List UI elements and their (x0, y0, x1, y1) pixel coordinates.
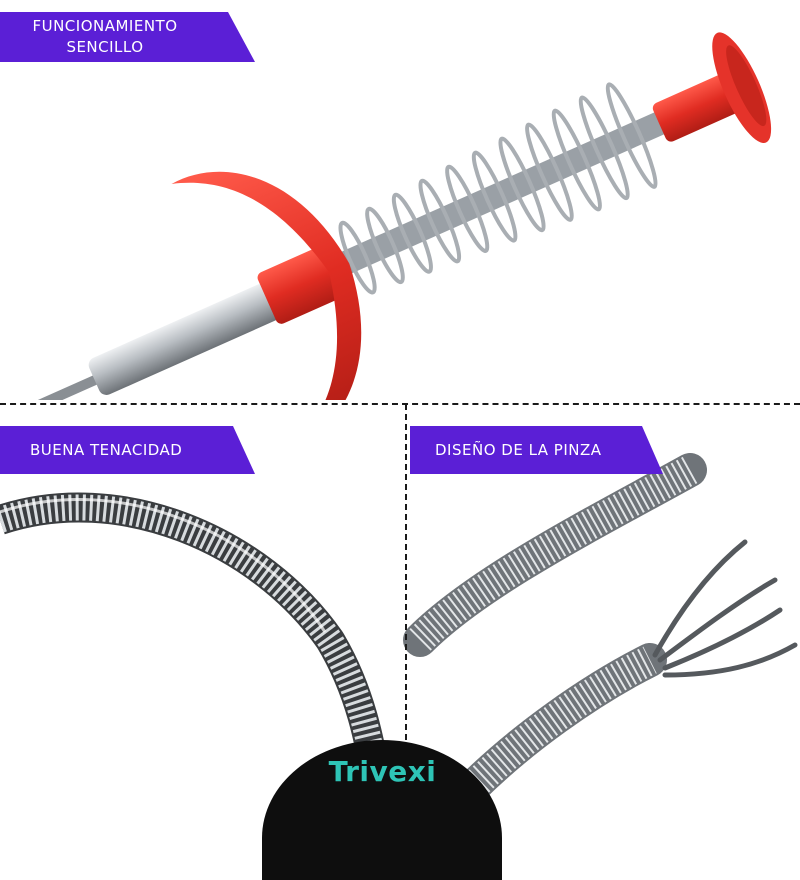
claw-gripper-photo (403, 453, 798, 800)
vertical-divider (405, 404, 407, 800)
banner-top-line2: SENCILLO (66, 38, 144, 56)
banner-right-label: DISEÑO DE LA PINZA (435, 441, 602, 459)
banner-top-line1: FUNCIONAMIENTO (32, 17, 178, 35)
brand-logo: Trivexi (328, 755, 437, 788)
banner-claw-design: DISEÑO DE LA PINZA (410, 426, 663, 474)
horizontal-divider (0, 403, 800, 405)
banner-simple-operation: FUNCIONAMIENTO SENCILLO (0, 12, 255, 62)
banner-left-label: BUENA TENACIDAD (30, 441, 183, 459)
banner-good-toughness: BUENA TENACIDAD (0, 426, 255, 474)
flexible-cable-photo (0, 492, 395, 800)
tool-handle-photo (28, 32, 772, 400)
